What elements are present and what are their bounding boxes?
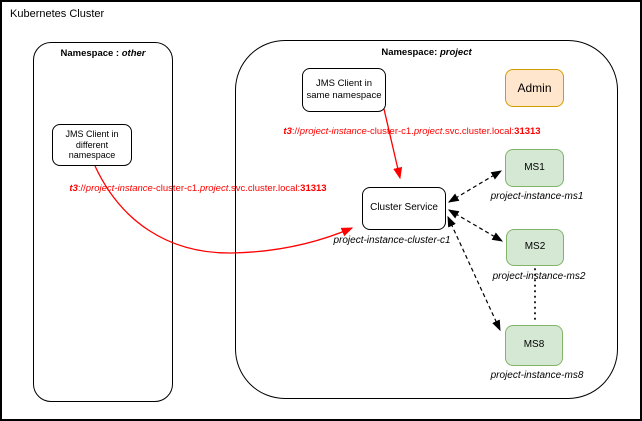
node-ms2: MS2 — [506, 229, 564, 266]
node-label: Admin — [517, 80, 552, 95]
node-ms8: MS8 — [505, 325, 563, 366]
ms8-dns-label: project-instance-ms8 — [490, 370, 584, 381]
t3-url-different-namespace: t3://project-instance-cluster-c1.project… — [69, 183, 327, 194]
node-label: Cluster Service — [370, 202, 438, 214]
node-cluster-service: Cluster Service — [362, 187, 446, 230]
node-ms1: MS1 — [505, 149, 564, 187]
ms2-dns-label: project-instance-ms2 — [492, 271, 586, 282]
node-label: MS2 — [524, 241, 546, 253]
diagram-title: Kubernetes Cluster — [10, 8, 105, 20]
node-label-line: JMS Client in — [316, 78, 372, 90]
ms1-dns-label: project-instance-ms1 — [490, 191, 584, 202]
node-label: MS1 — [524, 161, 545, 173]
cluster-service-dns-label: project-instance-cluster-c1 — [333, 235, 451, 246]
t3-url-same-namespace: t3://project-instance-cluster-c1.project… — [283, 126, 541, 137]
namespace-other-label: Namespace : other — [60, 48, 146, 59]
node-admin: Admin — [505, 69, 564, 107]
node-label-line: JMS Client in — [65, 128, 119, 139]
node-jms-client-same: JMS Client in same namespace — [302, 68, 386, 112]
namespace-other-container: Namespace : other — [33, 42, 173, 402]
node-label: MS8 — [523, 339, 545, 351]
node-label-line: same namespace — [306, 90, 382, 101]
node-label-line: different — [75, 139, 109, 150]
node-label-line: namespace — [68, 150, 116, 161]
namespace-project-label: Namespace: project — [381, 47, 472, 58]
node-jms-client-different: JMS Client in different namespace — [52, 124, 132, 166]
